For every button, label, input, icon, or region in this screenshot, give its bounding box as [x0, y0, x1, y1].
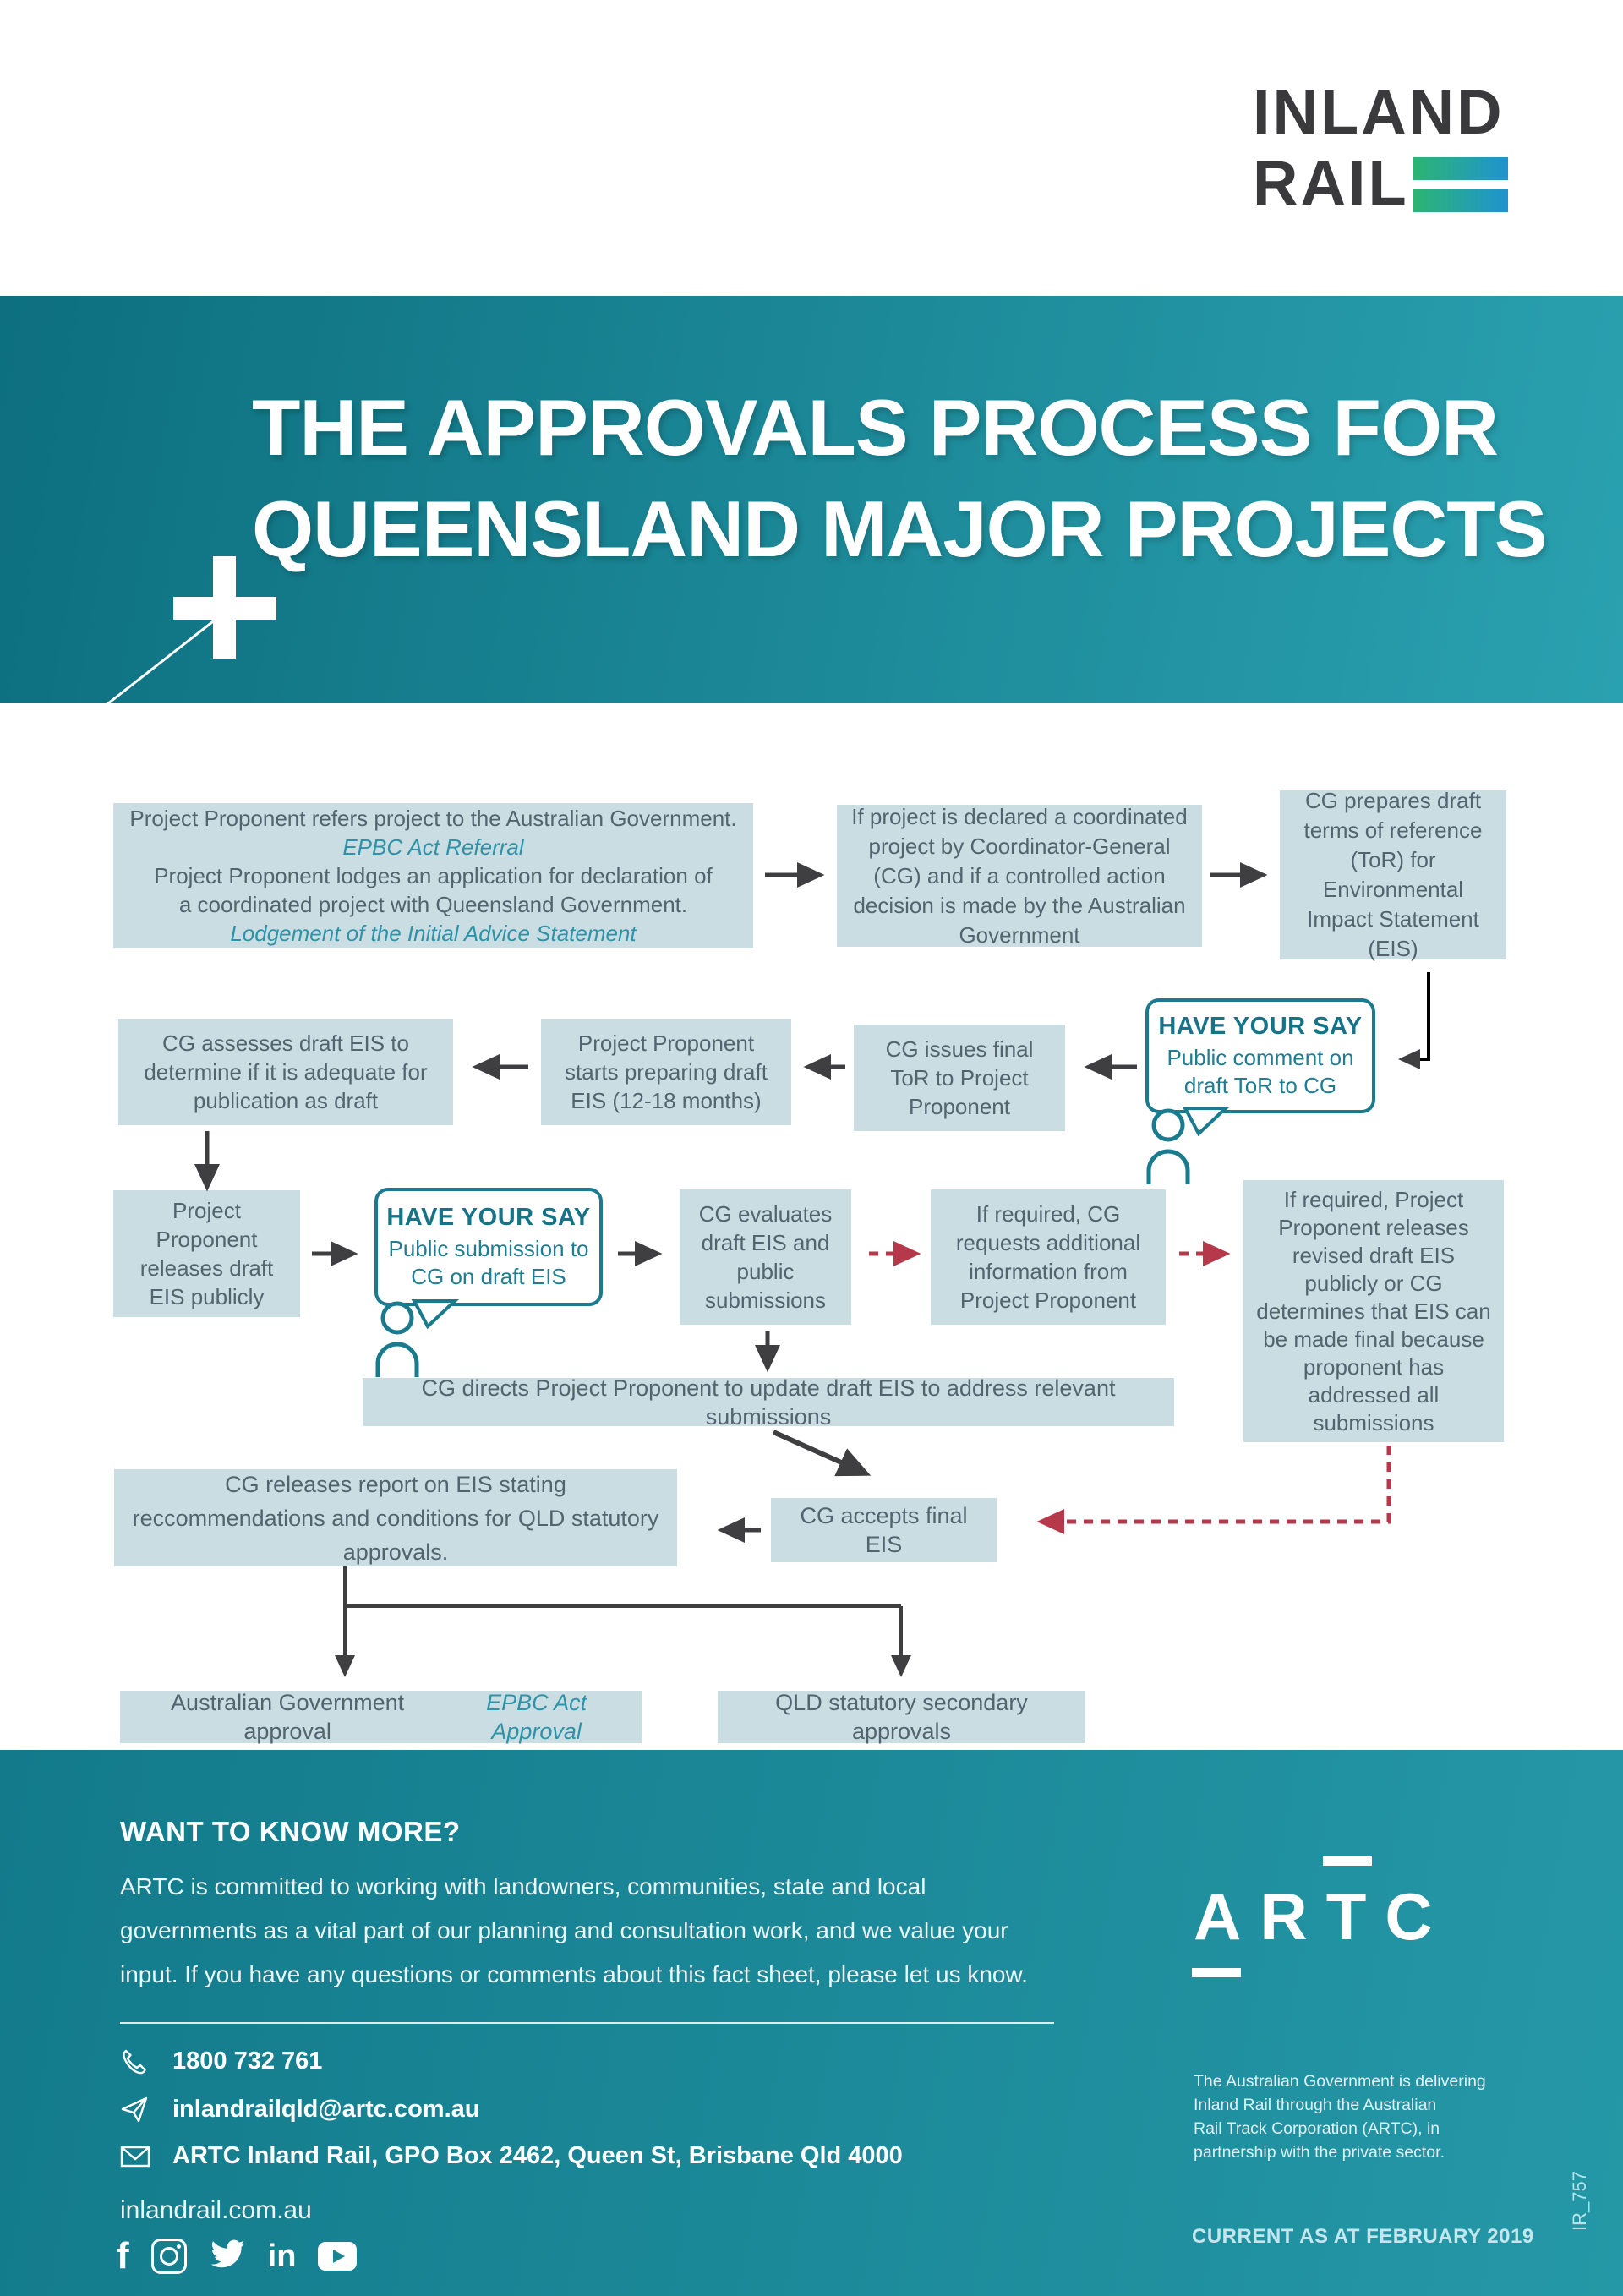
person-speech-icon [375, 1299, 460, 1377]
artc-note-line1: The Australian Government is delivering [1194, 2072, 1486, 2091]
envelope-icon [120, 2144, 154, 2169]
flow-box-release-draft: Project Proponent releases draft EIS pub… [113, 1190, 300, 1317]
postal-address: ARTC Inland Rail, GPO Box 2462, Queen St… [172, 2142, 903, 2169]
phone-icon [120, 2048, 154, 2075]
footer-body-line2: governments as a vital part of our plann… [120, 1917, 1008, 1943]
logo-bar-top [1413, 157, 1508, 180]
evaluate-text: CG evaluates draft EIS and public submis… [698, 1201, 833, 1313]
report-text: CG releases report on EIS stating reccom… [132, 1471, 659, 1565]
refer-line4: a coordinated project with Queensland Go… [178, 892, 688, 917]
footer-body-line1: ARTC is committed to working with landow… [120, 1873, 926, 1900]
assess-text: CG assesses draft EIS to determine if it… [144, 1030, 428, 1113]
footer-heading: WANT TO KNOW MORE? [120, 1816, 461, 1847]
phone-number[interactable]: 1800 732 761 [172, 2047, 323, 2075]
phone-row: 1800 732 761 [120, 2047, 322, 2075]
accepts-text: CG accepts final EIS [800, 1503, 968, 1557]
flow-box-addinfo: If required, CG requests additional info… [931, 1189, 1166, 1325]
paper-plane-icon [120, 2095, 154, 2124]
flow-box-issues: CG issues final ToR to Project Proponent [854, 1025, 1065, 1131]
twitter-icon[interactable] [209, 2239, 246, 2275]
tor-text: CG prepares draft terms of reference (To… [1303, 788, 1483, 961]
website-url[interactable]: inlandrail.com.au [120, 2196, 312, 2224]
page-title-line2: QUEENSLAND MAJOR PROJECTS [252, 484, 1547, 574]
have-your-say-eis-body: Public submission to CG on draft EIS [388, 1235, 589, 1289]
have-your-say-tor-body: Public comment on draft ToR to CG [1167, 1044, 1354, 1098]
prepare-text: Project Proponent starts preparing draft… [565, 1030, 768, 1113]
refer-line1: Project Proponent refers project to the … [129, 806, 737, 831]
have-your-say-tor-bubble: HAVE YOUR SAY Public comment on draft To… [1145, 998, 1375, 1113]
flow-box-declared: If project is declared a coordinated pro… [837, 803, 1202, 948]
logo-bars-icon [1413, 157, 1508, 221]
instagram-icon[interactable] [150, 2239, 187, 2274]
artc-letter-c: C [1385, 1879, 1433, 1954]
social-links: f in [117, 2235, 358, 2277]
have-your-say-eis-bubble: HAVE YOUR SAY Public submission to CG on… [374, 1188, 603, 1306]
linkedin-icon[interactable]: in [267, 2239, 297, 2274]
artc-letter-t: T [1322, 1856, 1372, 1954]
logo-word-inland: INLAND [1253, 77, 1505, 147]
artc-letter-r: R [1260, 1879, 1308, 1954]
refer-lodgement: Lodgement of the Initial Advice Statemen… [230, 921, 637, 946]
refer-line3: Project Proponent lodges an application … [154, 863, 713, 888]
flow-box-directs: CG directs Project Proponent to update d… [363, 1375, 1174, 1430]
footer: WANT TO KNOW MORE? ARTC is committed to … [0, 1750, 1623, 2296]
declared-text: If project is declared a coordinated pro… [851, 803, 1188, 948]
address-row: ARTC Inland Rail, GPO Box 2462, Queen St… [120, 2142, 903, 2170]
artc-logo: A R T C [1191, 1856, 1451, 1977]
have-your-say-eis-title: HAVE YOUR SAY [386, 1203, 591, 1231]
person-speech-icon [1146, 1107, 1231, 1184]
inland-rail-logo: INLAND RAIL [1253, 81, 1505, 215]
artc-note-line3: Rail Track Corporation (ARTC), in [1194, 2119, 1440, 2138]
artc-note-line2: Inland Rail through the Australian [1194, 2096, 1437, 2114]
flow-box-tor: CG prepares draft terms of reference (To… [1280, 788, 1506, 961]
artc-letter-a: A [1191, 1879, 1242, 1977]
flow-box-revised: If required, Project Proponent releases … [1243, 1180, 1504, 1442]
addinfo-text: If required, CG requests additional info… [955, 1201, 1141, 1313]
facebook-icon[interactable]: f [117, 2235, 129, 2277]
flow-box-prepare: Project Proponent starts preparing draft… [541, 1019, 791, 1125]
page-title: THE APPROVALS PROCESS FOR QUEENSLAND MAJ… [252, 377, 1547, 581]
page-title-line1: THE APPROVALS PROCESS FOR [252, 383, 1499, 472]
refer-epbc-referral: EPBC Act Referral [342, 834, 524, 860]
flow-box-aus-approval: Australian Government approval EPBC Act … [120, 1690, 642, 1744]
have-your-say-tor-title: HAVE YOUR SAY [1158, 1012, 1363, 1040]
revised-text: If required, Project Proponent releases … [1256, 1186, 1491, 1435]
artc-note: The Australian Government is delivering … [1194, 2069, 1486, 2164]
footer-divider [120, 2022, 1054, 2024]
release-draft-text: Project Proponent releases draft EIS pub… [139, 1198, 274, 1309]
flow-box-accepts: CG accepts final EIS [771, 1498, 997, 1562]
title-banner: THE APPROVALS PROCESS FOR QUEENSLAND MAJ… [0, 296, 1623, 724]
flow-box-assess: CG assesses draft EIS to determine if it… [118, 1019, 453, 1125]
plus-icon-bar [173, 597, 276, 620]
logo-word-rail: RAIL [1253, 148, 1409, 218]
artc-note-line4: partnership with the private sector. [1194, 2143, 1445, 2162]
directs-text: CG directs Project Proponent to update d… [421, 1375, 1116, 1430]
flow-box-qld-approvals: QLD statutory secondary approvals [718, 1690, 1085, 1744]
flow-box-evaluate: CG evaluates draft EIS and public submis… [680, 1189, 851, 1325]
issues-text: CG issues final ToR to Project Proponent [885, 1036, 1034, 1119]
aus-approval-epbc: EPBC Act Approval [486, 1690, 587, 1744]
current-as-at: CURRENT AS AT FEBRUARY 2019 [1192, 2225, 1534, 2248]
youtube-icon[interactable] [318, 2242, 358, 2271]
flow-box-report: CG releases report on EIS stating reccom… [114, 1469, 677, 1566]
email-row: inlandrailqld@artc.com.au [120, 2095, 479, 2124]
qld-approvals-text: QLD statutory secondary approvals [775, 1690, 1028, 1744]
footer-body-line3: input. If you have any questions or comm… [120, 1961, 1028, 1987]
email-address[interactable]: inlandrailqld@artc.com.au [172, 2095, 480, 2123]
aus-approval-prefix: Australian Government approval [171, 1690, 405, 1744]
logo-bar-bottom [1413, 189, 1508, 212]
flow-box-refer: Project Proponent refers project to the … [113, 803, 753, 948]
